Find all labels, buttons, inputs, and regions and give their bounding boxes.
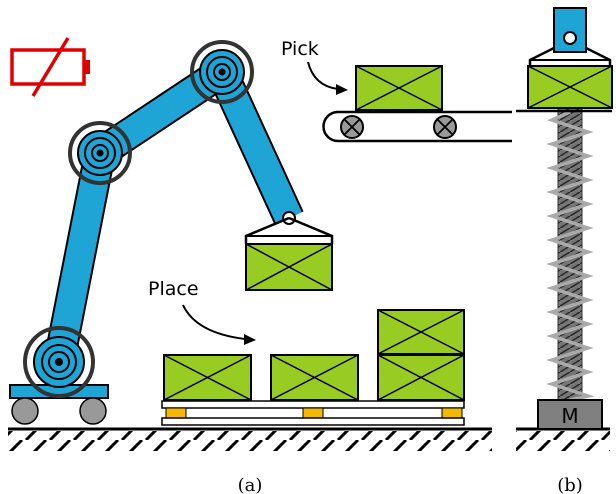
lift-gripper [528, 7, 612, 66]
joint-elbow [190, 40, 254, 104]
box-stack-1 [163, 354, 252, 401]
box-on-conveyor [355, 65, 443, 111]
pick-label: Pick [281, 38, 319, 60]
box-stack-2 [270, 354, 359, 401]
motor-label: M [561, 404, 578, 428]
motor: M [537, 399, 603, 430]
place-label: Place [148, 278, 199, 300]
place-arrow [182, 304, 256, 345]
joint-shoulder [68, 121, 132, 185]
caption-b: (b) [557, 475, 583, 494]
gripper [244, 216, 334, 244]
pick-arrow [307, 61, 348, 95]
box-held [245, 243, 333, 291]
joint-base [23, 326, 95, 398]
pallet [161, 400, 465, 426]
box-stack-3 [377, 354, 465, 401]
roller-right [433, 115, 457, 139]
robot-cart [9, 384, 109, 425]
conveyor [322, 110, 512, 143]
roller-left [340, 115, 364, 139]
caption-a: (a) [238, 475, 263, 494]
robot-arm [23, 40, 304, 398]
lift-box [527, 65, 613, 109]
lift-spring [546, 110, 595, 402]
box-stack-4-top [377, 309, 465, 355]
ground-a [8, 427, 492, 451]
battery-empty-crossed-icon [10, 37, 90, 97]
ground-b [516, 427, 610, 451]
